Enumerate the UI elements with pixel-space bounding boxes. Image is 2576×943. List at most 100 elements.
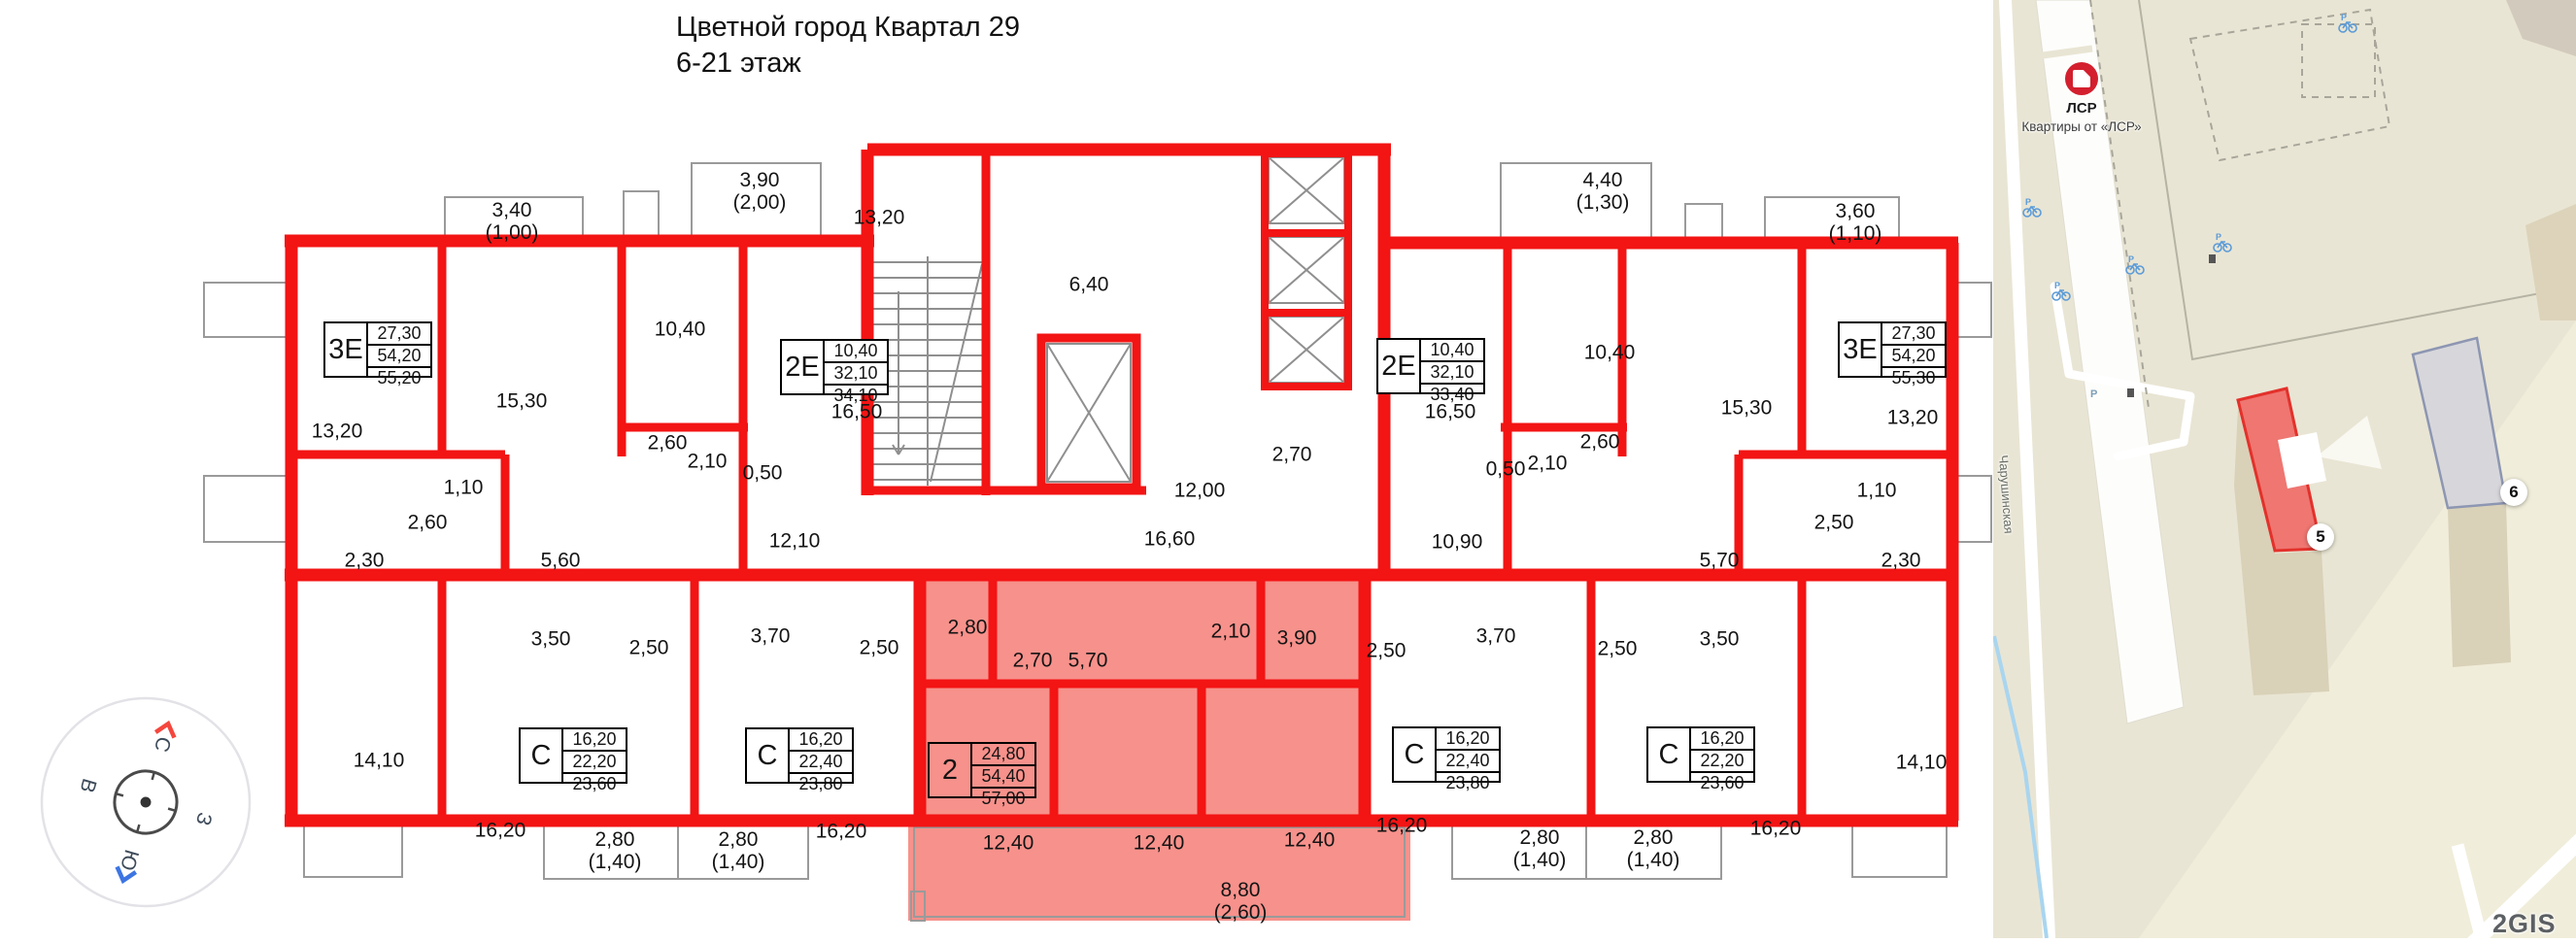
building-badge-5[interactable]: 5 xyxy=(2307,523,2334,551)
dimension-label: 3,60(1,10) xyxy=(1828,200,1882,245)
building-badge-6[interactable]: 6 xyxy=(2500,479,2527,506)
dimension-label: 13,20 xyxy=(1886,406,1939,429)
dimension-label: 2,80(1,40) xyxy=(711,828,765,873)
dimension-label: 5,70 xyxy=(1699,549,1740,572)
dimension-label: 12,40 xyxy=(982,831,1034,855)
dimension-label: 16,50 xyxy=(830,400,883,423)
dimension-label: 12,40 xyxy=(1283,828,1336,852)
dimension-label: 16,60 xyxy=(1143,527,1196,551)
apartment-area-value: 16,20 xyxy=(563,729,626,752)
trash-icon xyxy=(2127,388,2134,397)
dimension-label: 2,80(1,40) xyxy=(1626,826,1680,871)
compass-rose: З Ю В С xyxy=(40,696,252,908)
dimension-label: 16,20 xyxy=(474,819,526,842)
dimension-label: 2,50 xyxy=(1597,637,1638,660)
apartment-area-value: 22,40 xyxy=(790,752,852,774)
dimension-label: 2,60 xyxy=(1579,430,1620,454)
lsr-marker-title[interactable]: ЛСР xyxy=(2066,100,2097,117)
apartment-area-value: 23,80 xyxy=(1445,773,1490,792)
stream-line xyxy=(1992,635,2049,939)
apartment-area-value: 54,20 xyxy=(1882,346,1945,368)
dimension-label: 2,50 xyxy=(628,636,669,659)
apartment-area-value: 27,30 xyxy=(368,323,430,346)
apartment-type-label: С xyxy=(521,729,563,782)
apartment-area-value: 55,20 xyxy=(377,368,422,387)
dimension-label: 0,50 xyxy=(1485,457,1526,481)
dimension-label: 2,10 xyxy=(687,450,728,473)
apartment-area-value: 34,10 xyxy=(833,386,878,405)
lsr-building xyxy=(2035,0,2185,724)
dimension-label: 2,80 xyxy=(947,616,988,639)
apartment-area-value: 32,10 xyxy=(825,363,887,386)
mini-map[interactable]: P P xyxy=(1992,0,2576,943)
trash-icon xyxy=(2209,254,2216,263)
apartment-area-value: 10,40 xyxy=(825,341,887,363)
apartment-area-value: 16,20 xyxy=(1437,728,1499,751)
parking-icon: P xyxy=(2090,388,2097,400)
apartment-area-value: 16,20 xyxy=(1691,728,1753,751)
apartment-type-label: 3Е xyxy=(1840,323,1882,376)
dimension-label: 13,20 xyxy=(311,420,363,443)
dimension-label: 3,40(1,00) xyxy=(485,199,539,244)
dimension-label: 2,70 xyxy=(1012,649,1053,672)
selected-apartment-highlight[interactable] xyxy=(908,575,1410,921)
lsr-marker-subtitle[interactable]: Квартиры от «ЛСР» xyxy=(2021,119,2142,134)
building5-extrusion xyxy=(2234,408,2329,695)
dimension-label: 0,50 xyxy=(742,461,783,485)
apartment-area-value: 27,30 xyxy=(1882,323,1945,346)
dimension-label: 3,50 xyxy=(530,627,571,651)
dimension-label: 2,10 xyxy=(1210,620,1251,643)
apartment-area-value: 22,20 xyxy=(563,752,626,774)
apartment-area-value: 23,80 xyxy=(798,774,843,793)
dimension-label: 10,90 xyxy=(1431,530,1483,554)
apartment-type-label: С xyxy=(1394,728,1437,781)
apartment-area-value: 16,20 xyxy=(790,729,852,752)
apartment-area-value: 10,40 xyxy=(1421,340,1483,362)
compass-north-label: С xyxy=(150,734,175,755)
dimension-label: 13,20 xyxy=(853,206,905,229)
dimension-label: 14,10 xyxy=(1895,751,1948,774)
apartment-area-value: 24,80 xyxy=(972,744,1034,766)
dimension-label: 2,80(1,40) xyxy=(1512,826,1567,871)
dimension-label: 16,50 xyxy=(1424,400,1476,423)
dimension-label: 5,70 xyxy=(1068,649,1108,672)
apartment-area-value: 32,10 xyxy=(1421,362,1483,385)
dimension-label: 16,20 xyxy=(1749,817,1802,840)
dimension-label: 3,70 xyxy=(1475,624,1516,648)
photo-marker xyxy=(2278,432,2326,488)
apartment-type-label: 2Е xyxy=(782,341,825,393)
dimension-label: 2,80(1,40) xyxy=(588,828,642,873)
dimension-label: 2,60 xyxy=(407,511,448,534)
apartment-area-value: 55,30 xyxy=(1891,368,1936,387)
dimension-label: 3,50 xyxy=(1699,627,1740,651)
elevator-icon xyxy=(1046,156,1345,483)
dimension-label: 2,30 xyxy=(1881,549,1921,572)
apartment-area-value: 22,20 xyxy=(1691,751,1753,773)
road-charushinskaya xyxy=(1998,0,2056,943)
dimension-label: 2,50 xyxy=(859,636,899,659)
compass-north-arrow-icon xyxy=(153,720,177,739)
apartment-area-value: 57,00 xyxy=(981,789,1026,808)
apartment-area-value: 33,40 xyxy=(1430,385,1474,404)
dimension-label: 16,20 xyxy=(1375,814,1428,837)
stairs-icon xyxy=(871,256,984,486)
dimension-label: 2,30 xyxy=(344,549,385,572)
dimension-label: 3,90 xyxy=(1276,626,1317,650)
mini-map-canvas: P P xyxy=(1992,0,2576,943)
apartment-area-value: 54,20 xyxy=(368,346,430,368)
2gis-watermark: 2GIS xyxy=(2492,909,2557,938)
dimension-label: 2,10 xyxy=(1527,452,1568,475)
apartment-area-value: 54,40 xyxy=(972,766,1034,789)
dimension-label: 16,20 xyxy=(815,820,867,843)
dimension-label: 14,10 xyxy=(353,749,405,772)
dimension-label: 12,40 xyxy=(1133,831,1185,855)
lsr-logo-icon[interactable] xyxy=(2065,62,2098,95)
dimension-label: 15,30 xyxy=(1720,396,1773,420)
dimension-label: 1,10 xyxy=(443,476,484,499)
